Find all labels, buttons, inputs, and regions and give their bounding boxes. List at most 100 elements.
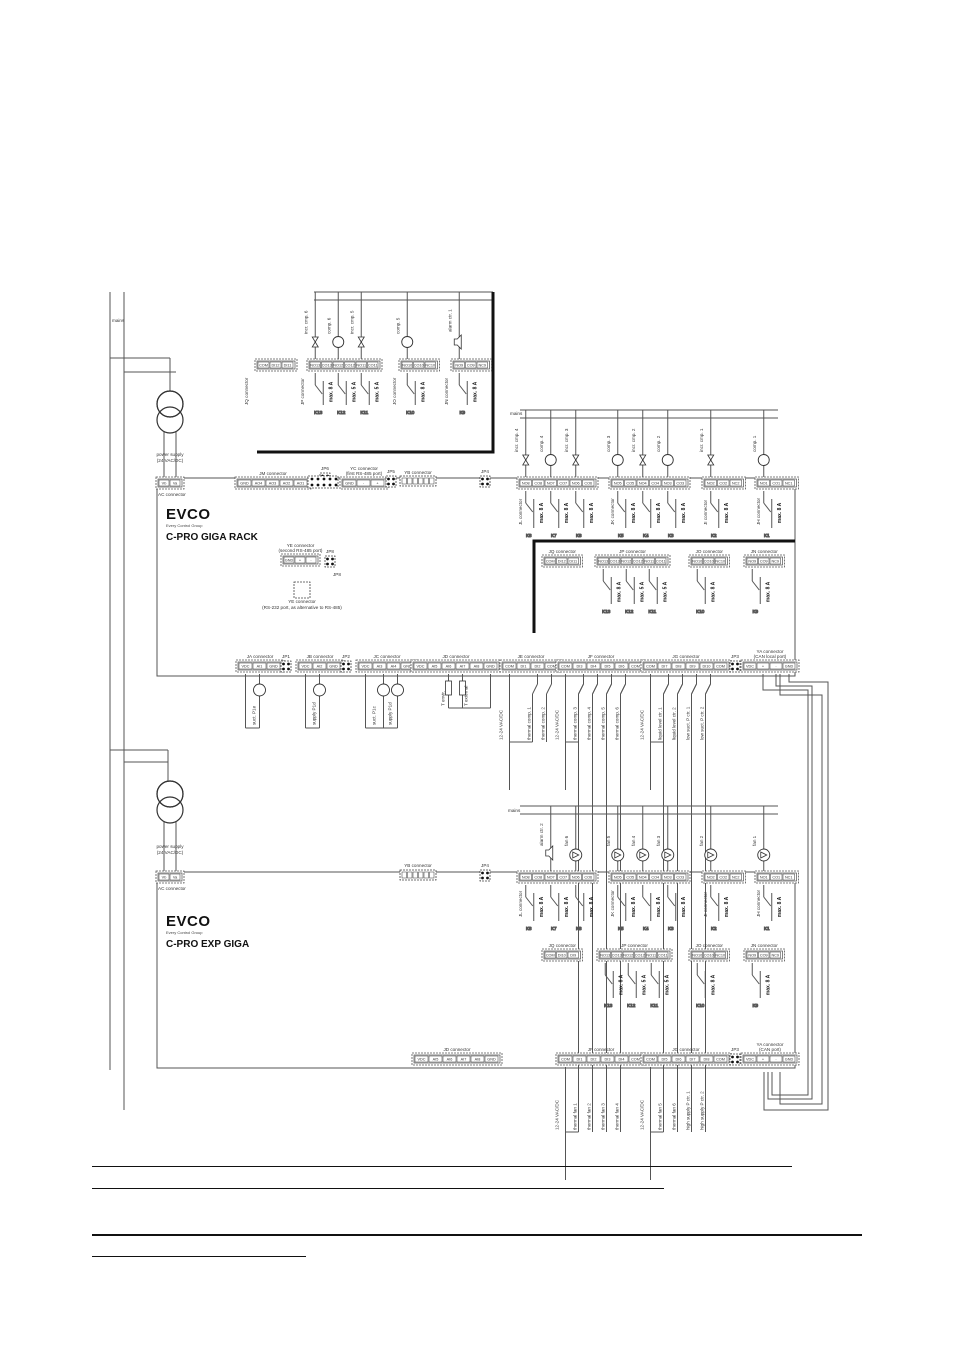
pin-label: CO2 bbox=[719, 876, 727, 880]
pin-label: NC2 bbox=[732, 876, 740, 880]
transformer-secondary bbox=[156, 796, 184, 824]
load-label: incr. cmp. 4 bbox=[514, 428, 519, 452]
relay-contact bbox=[710, 896, 719, 907]
di-switch bbox=[620, 683, 626, 695]
connector-pin bbox=[429, 477, 435, 485]
digital-input-label: 12-24 VAC/DC bbox=[555, 709, 560, 740]
connector-pin bbox=[757, 873, 770, 881]
connector-pin bbox=[624, 873, 637, 881]
di-switch bbox=[663, 683, 669, 695]
connector-label: JG connector bbox=[672, 654, 700, 659]
pin-label: NO3 bbox=[664, 482, 672, 486]
connector-label: JQ connector bbox=[549, 549, 577, 554]
relay-label: K2 bbox=[711, 926, 717, 931]
connector-pin bbox=[643, 557, 655, 565]
connector-pin bbox=[572, 662, 587, 670]
jumper-pin bbox=[328, 477, 332, 481]
connector-pin bbox=[293, 479, 308, 487]
pin-label: COM bbox=[716, 1058, 725, 1062]
mains-label: mains bbox=[510, 411, 523, 416]
pin-label: NO6 bbox=[572, 876, 580, 880]
pin-label: NO9 bbox=[748, 560, 756, 564]
connector-pin bbox=[266, 662, 281, 670]
jumper-pin bbox=[486, 871, 489, 875]
jumper-jp1: JP1 bbox=[280, 654, 292, 673]
pin-label: GND bbox=[486, 665, 495, 669]
pin-label: AI6 bbox=[447, 1058, 453, 1062]
connector-pin bbox=[321, 361, 333, 369]
pin-label: VDC bbox=[417, 1058, 425, 1062]
relay-label: K12 bbox=[337, 410, 346, 415]
connector-pin bbox=[558, 1055, 573, 1063]
connector-pin bbox=[169, 479, 181, 487]
pressure-sensor-symbol bbox=[313, 683, 326, 697]
jumper-pin bbox=[347, 667, 350, 671]
connector-pin bbox=[769, 557, 781, 565]
alarm-symbol bbox=[545, 845, 554, 861]
connector-pin bbox=[456, 1055, 471, 1063]
pin-label: DI2 bbox=[535, 665, 541, 669]
relay-contact bbox=[667, 896, 676, 907]
relay-label: K4 bbox=[643, 926, 649, 931]
pin-label: NO2 bbox=[707, 482, 715, 486]
connector-pin bbox=[470, 1055, 485, 1063]
current-rating-label: max. 8 A bbox=[724, 896, 730, 917]
pin-label: + bbox=[762, 665, 765, 669]
connector-pin bbox=[519, 873, 532, 881]
current-rating-label: max. 8 A bbox=[589, 502, 595, 523]
pin-label: CO4 bbox=[651, 482, 659, 486]
relay-contact bbox=[617, 502, 626, 513]
relay-label: K3 bbox=[668, 926, 674, 931]
connector-sublabel: (CAN local port) bbox=[754, 654, 787, 659]
pin-label: CO1 bbox=[772, 876, 780, 880]
connector-pin bbox=[309, 361, 321, 369]
connector-pin bbox=[372, 662, 387, 670]
connector-rs232: YE connector(RS-232 port, as alternative… bbox=[262, 581, 342, 610]
connector-pin bbox=[427, 662, 442, 670]
heavy-separator bbox=[532, 539, 795, 633]
connector-pin bbox=[769, 662, 783, 670]
jumper-pin bbox=[486, 876, 489, 880]
connector-pin bbox=[582, 873, 595, 881]
jumper-pin bbox=[481, 871, 484, 875]
connector-sublabel: (RS-232 port, as alternative to RS-485) bbox=[262, 605, 342, 610]
pin-label: CO4 bbox=[651, 876, 659, 880]
connector-pin bbox=[782, 479, 795, 487]
pin-label: AI3 bbox=[377, 665, 383, 669]
connector-pin bbox=[516, 662, 531, 670]
pin-label: VDC bbox=[361, 665, 369, 669]
connector-pin bbox=[632, 557, 644, 565]
pin-label: AO2 bbox=[283, 482, 291, 486]
connector-pin bbox=[532, 479, 545, 487]
current-rating-label: max. 5 A bbox=[664, 974, 670, 995]
jumper-pin bbox=[481, 482, 484, 486]
connector-label: JK connector bbox=[610, 498, 615, 525]
pin-label: CO5 bbox=[626, 482, 634, 486]
connector-pin bbox=[649, 873, 662, 881]
connector-pin bbox=[685, 662, 700, 670]
relay-label: K8 bbox=[526, 926, 532, 931]
connector-pin bbox=[770, 479, 783, 487]
relay-label: K11 bbox=[650, 1003, 658, 1008]
connector-label: YE connector bbox=[287, 543, 315, 548]
pin-label: DI3 bbox=[605, 1058, 611, 1062]
can-cable bbox=[762, 674, 809, 1096]
pin-label: DI6 bbox=[676, 1058, 682, 1062]
digital-input-label: high supply P ctr. 2 bbox=[700, 1091, 705, 1130]
jumper-frame bbox=[385, 475, 397, 488]
current-rating-label: max. 8 A bbox=[616, 581, 622, 602]
connector-pin bbox=[600, 662, 615, 670]
pin-label: NO11 bbox=[356, 364, 366, 368]
relay-contact bbox=[763, 896, 772, 907]
pressure-sensor-symbol bbox=[391, 683, 404, 697]
connector-pin bbox=[746, 557, 758, 565]
pin-label: DI12 bbox=[271, 364, 279, 368]
connector-frame bbox=[399, 869, 437, 881]
jumper-pin bbox=[282, 667, 285, 671]
pin-label: NO4 bbox=[639, 482, 647, 486]
load-label: incr. cmp. 1 bbox=[699, 428, 704, 452]
